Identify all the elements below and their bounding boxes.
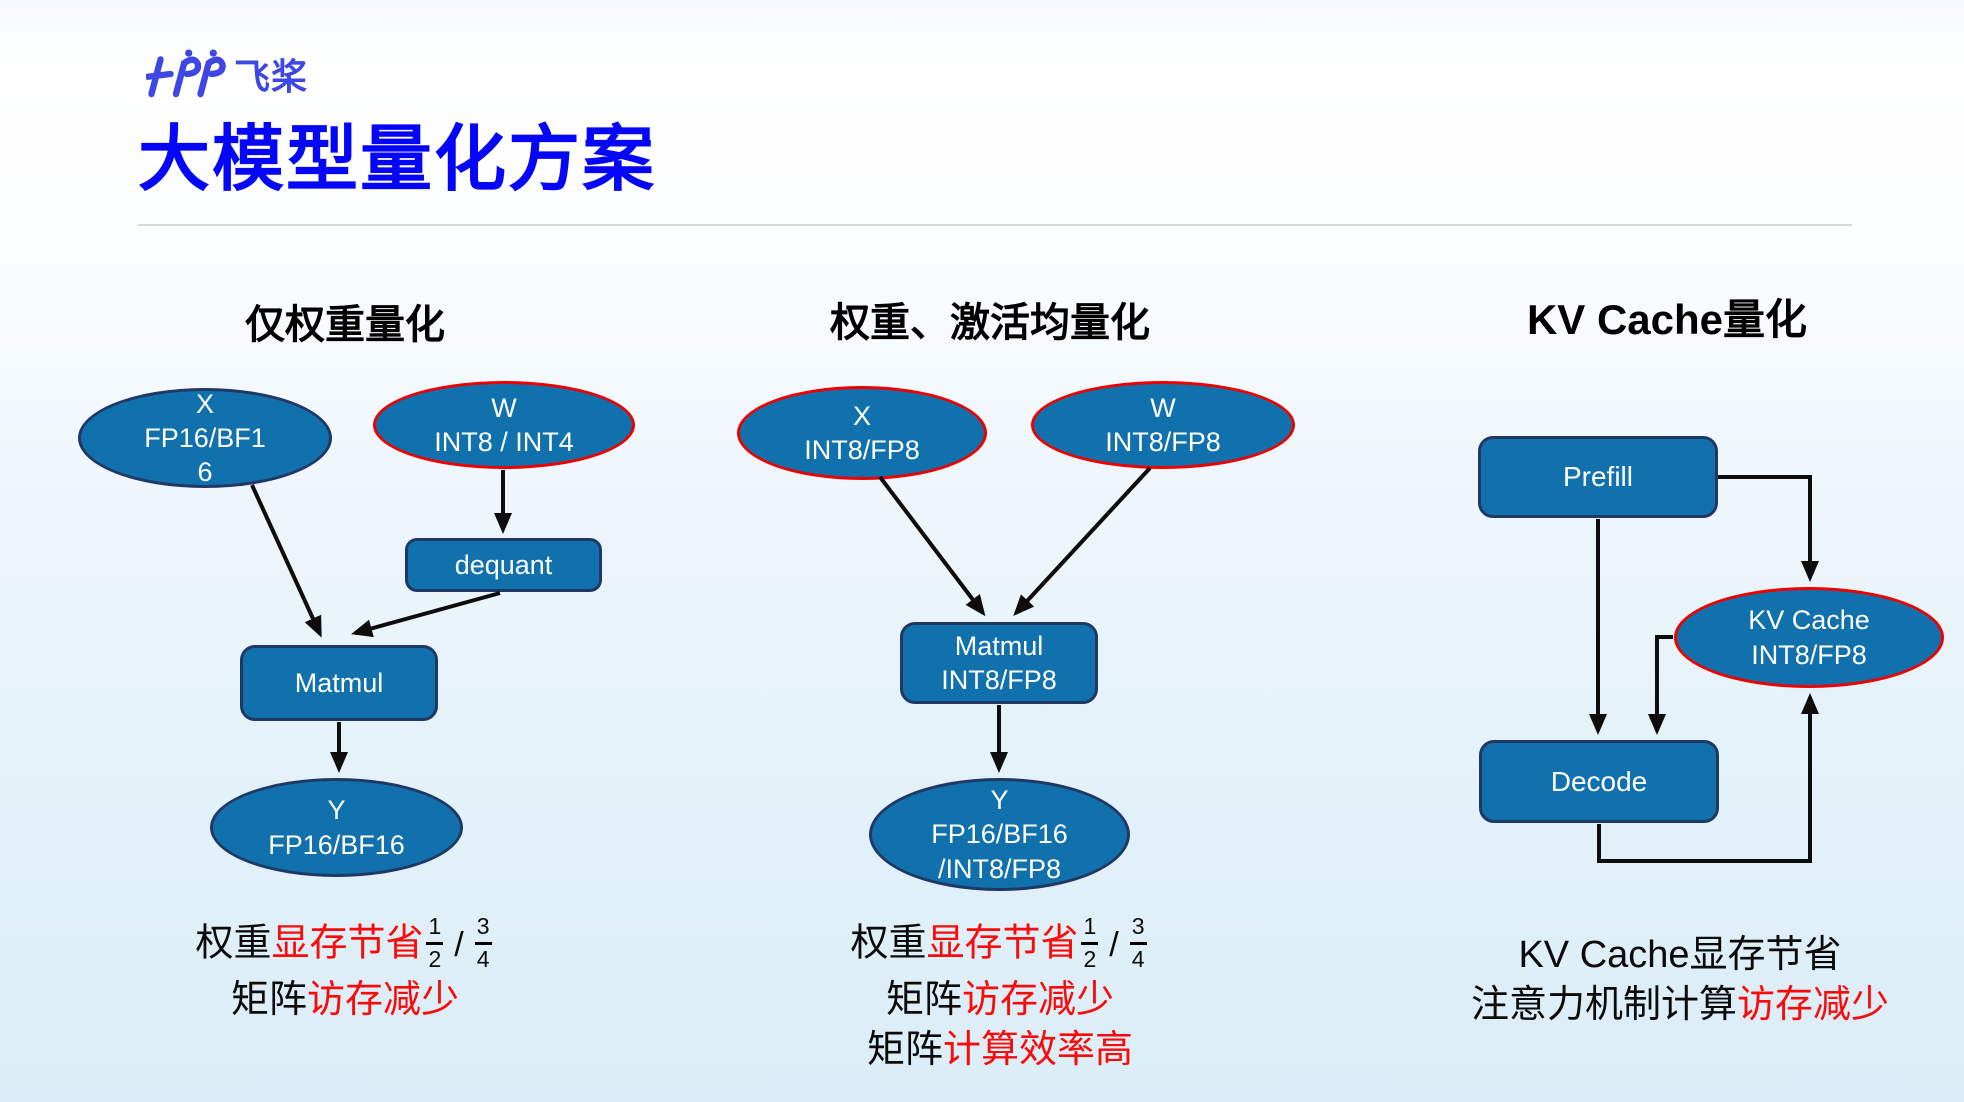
note-text-black: 注意力机制计算 <box>1470 984 1737 1027</box>
fraction-denominator: 4 <box>476 945 490 972</box>
note-text-red: 访存减少 <box>1737 984 1890 1027</box>
node-prefill: Prefill <box>1478 436 1718 518</box>
node-matmul: Matmul <box>240 645 438 721</box>
column-header-weight-only: 仅权重量化 <box>245 303 445 347</box>
fraction-denominator: 2 <box>1083 945 1097 972</box>
note-text-red: 显存节省 <box>926 922 1079 965</box>
note-text-black: 矩阵 <box>885 978 962 1021</box>
fraction-separator: / <box>1109 925 1119 964</box>
note-line-compute-efficiency: 矩阵计算效率高 <box>720 1025 1280 1075</box>
fraction-denominator: 2 <box>428 945 442 972</box>
node-kv-cache: KV Cache INT8/FP8 <box>1674 587 1944 688</box>
arrow-prefill-to-kvcache <box>1718 475 1819 582</box>
paddlepaddle-logo: 飞桨 <box>146 48 308 100</box>
note-text-red: 访存减少 <box>962 978 1115 1021</box>
fraction-denominator: 4 <box>1131 945 1145 972</box>
node-y-fp16: Y FP16/BF16 <box>210 778 463 877</box>
fraction-numerator: 3 <box>1129 913 1147 945</box>
note-line-attention-access: 注意力机制计算访存减少 <box>1390 980 1964 1030</box>
node-decode: Decode <box>1479 740 1719 823</box>
column-header-kv-cache: KV Cache量化 <box>1526 296 1808 343</box>
note-text-black: 矩阵 <box>866 1028 943 1071</box>
node-w-int8-fp8: W INT8/FP8 <box>1031 381 1295 469</box>
fraction-numerator: 1 <box>426 913 444 945</box>
node-w-int8-int4: W INT8 / INT4 <box>373 381 635 469</box>
node-x-fp16: X FP16/BF1 6 <box>78 388 332 488</box>
fraction-numerator: 3 <box>474 913 492 945</box>
paddlepaddle-logo-icon <box>146 49 226 98</box>
node-x-int8-fp8: X INT8/FP8 <box>737 386 987 480</box>
node-y-fp16-int8: Y FP16/BF16 /INT8/FP8 <box>869 778 1130 891</box>
node-dequant: dequant <box>405 538 602 592</box>
note-kv-cache: KV Cache显存节省 注意力机制计算访存减少 <box>1390 930 1964 1030</box>
arrow-kvcache-to-decode <box>1648 635 1673 735</box>
arrow-dequant-to-matmul <box>351 591 501 638</box>
paddlepaddle-logo-text: 飞桨 <box>234 56 309 97</box>
note-text-black: 权重 <box>850 922 927 965</box>
note-text-black: 权重 <box>195 922 272 965</box>
note-line-memory-access: 矩阵访存减少 <box>65 975 625 1025</box>
arrow-x-to-matmul <box>250 484 322 638</box>
fraction-separator: / <box>454 925 464 964</box>
arrow-x2-to-matmul2 <box>878 475 986 617</box>
column-header-weight-activation: 权重、激活均量化 <box>830 301 1150 345</box>
fraction-numerator: 1 <box>1081 913 1099 945</box>
note-text-red: 计算效率高 <box>943 1028 1134 1071</box>
title-divider <box>138 224 1852 226</box>
page-title: 大模型量化方案 <box>138 120 657 200</box>
note-line-kv-memory-saving: KV Cache显存节省 <box>1518 934 1842 976</box>
note-line-memory-access: 矩阵访存减少 <box>720 975 1280 1025</box>
note-text-red: 访存减少 <box>307 978 460 1021</box>
note-text-red: 显存节省 <box>271 922 424 965</box>
arrow-w2-to-matmul2 <box>1013 466 1152 616</box>
node-matmul-int8-fp8: Matmul INT8/FP8 <box>900 622 1098 704</box>
note-text-black: 矩阵 <box>230 978 307 1021</box>
